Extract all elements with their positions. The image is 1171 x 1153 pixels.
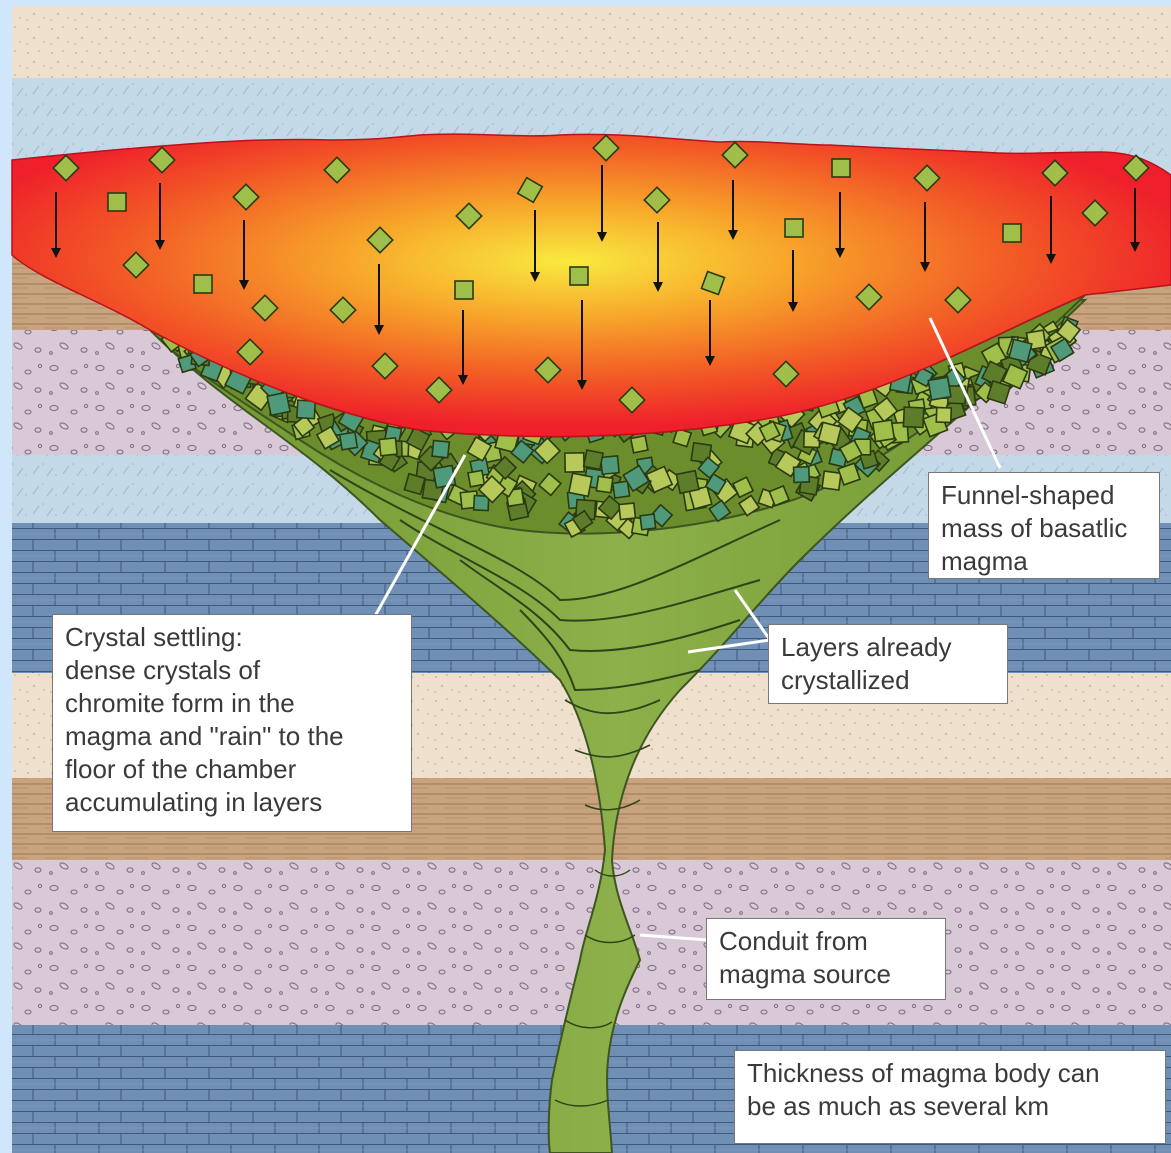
thickness-label: Thickness of magma body can be as much a…: [734, 1050, 1166, 1144]
settled-crystal: [928, 377, 951, 400]
settled-crystal: [565, 453, 584, 472]
falling-crystal: [194, 275, 212, 293]
settled-crystal: [794, 467, 810, 483]
settled-crystal: [631, 436, 648, 453]
falling-crystal: [108, 193, 126, 211]
falling-crystal: [785, 219, 803, 237]
settled-crystal: [379, 438, 397, 456]
settled-crystal: [818, 422, 841, 445]
settled-crystal: [569, 473, 592, 496]
falling-crystal: [455, 281, 473, 299]
settled-crystal: [676, 471, 699, 494]
settled-crystal: [873, 420, 895, 442]
settled-crystal: [936, 407, 951, 422]
conduit-label: Conduit from magma source: [706, 918, 946, 1000]
funnel-label: Funnel-shaped mass of basatlic magma: [928, 472, 1160, 579]
settled-crystal: [340, 432, 358, 450]
settled-crystal: [584, 450, 603, 469]
falling-crystal: [1003, 224, 1021, 242]
settled-crystal: [267, 392, 290, 415]
settled-crystal: [822, 471, 841, 490]
settled-crystal: [404, 474, 425, 495]
settled-crystal: [601, 456, 619, 474]
settled-crystal: [432, 440, 449, 457]
crystal-settling-label: Crystal settling: dense crystals of chro…: [52, 614, 412, 832]
falling-crystal: [570, 267, 588, 285]
settled-crystal: [1009, 339, 1032, 362]
settled-crystal: [640, 514, 656, 530]
settled-crystal: [596, 476, 612, 492]
sandstone-layer: [12, 6, 1171, 78]
settled-crystal: [297, 400, 315, 418]
settled-crystal: [613, 481, 630, 498]
settled-crystal: [468, 470, 484, 486]
settled-crystal: [903, 407, 923, 427]
falling-crystal: [832, 159, 850, 177]
settled-crystal: [619, 503, 635, 519]
layers-label: Layers already crystallized: [768, 624, 1008, 704]
